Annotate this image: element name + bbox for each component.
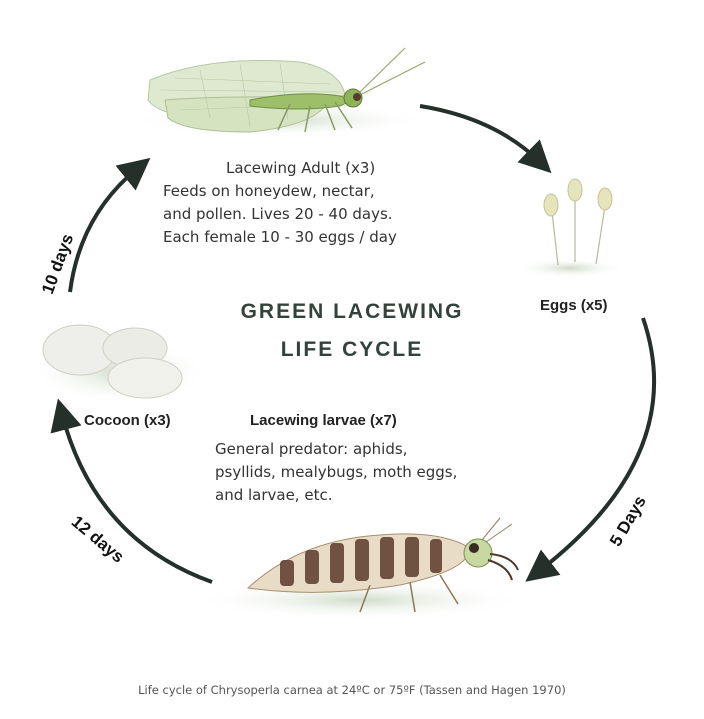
larvae-desc-line1: General predator: aphids,: [215, 440, 408, 458]
adult-desc-line3: Each female 10 - 30 eggs / day: [163, 228, 397, 246]
arrow-eggs-to-larvae: [525, 317, 657, 582]
eggs-label: Eggs (x5): [540, 297, 608, 314]
diagram-title-line2: LIFE CYCLE: [280, 338, 424, 361]
egg: [567, 178, 583, 202]
adult-name: Lacewing Adult (x3): [226, 159, 376, 177]
egg: [543, 193, 559, 217]
larva-illustration: [190, 517, 530, 620]
adult-desc-line2: and pollen. Lives 20 - 40 days.: [163, 205, 393, 223]
larvae-name: Lacewing larvae (x7): [250, 412, 397, 429]
larvae-desc-line3: and larvae, etc.: [215, 486, 333, 504]
egg: [597, 187, 613, 211]
cocoon: [107, 357, 183, 399]
arrow-adult-to-eggs: [419, 104, 552, 174]
adult-desc-line1: Feeds on honeydew, nectar,: [163, 182, 375, 200]
diagram-title-line1: GREEN LACEWING: [240, 300, 464, 323]
arrow-cocoon-to-adult: [68, 157, 151, 293]
larvae-desc-line2: psyllids, mealybugs, moth eggs,: [215, 463, 458, 481]
source-caption: Life cycle of Chrysoperla carnea at 24ºC…: [138, 683, 566, 697]
cocoon-label: Cocoon (x3): [84, 412, 171, 429]
arrow-larvae-to-cocoon: [50, 398, 213, 584]
adult-lacewing-illustration: [130, 47, 430, 138]
eggs-illustration: [515, 178, 625, 278]
cocoon-illustration: [30, 324, 210, 404]
